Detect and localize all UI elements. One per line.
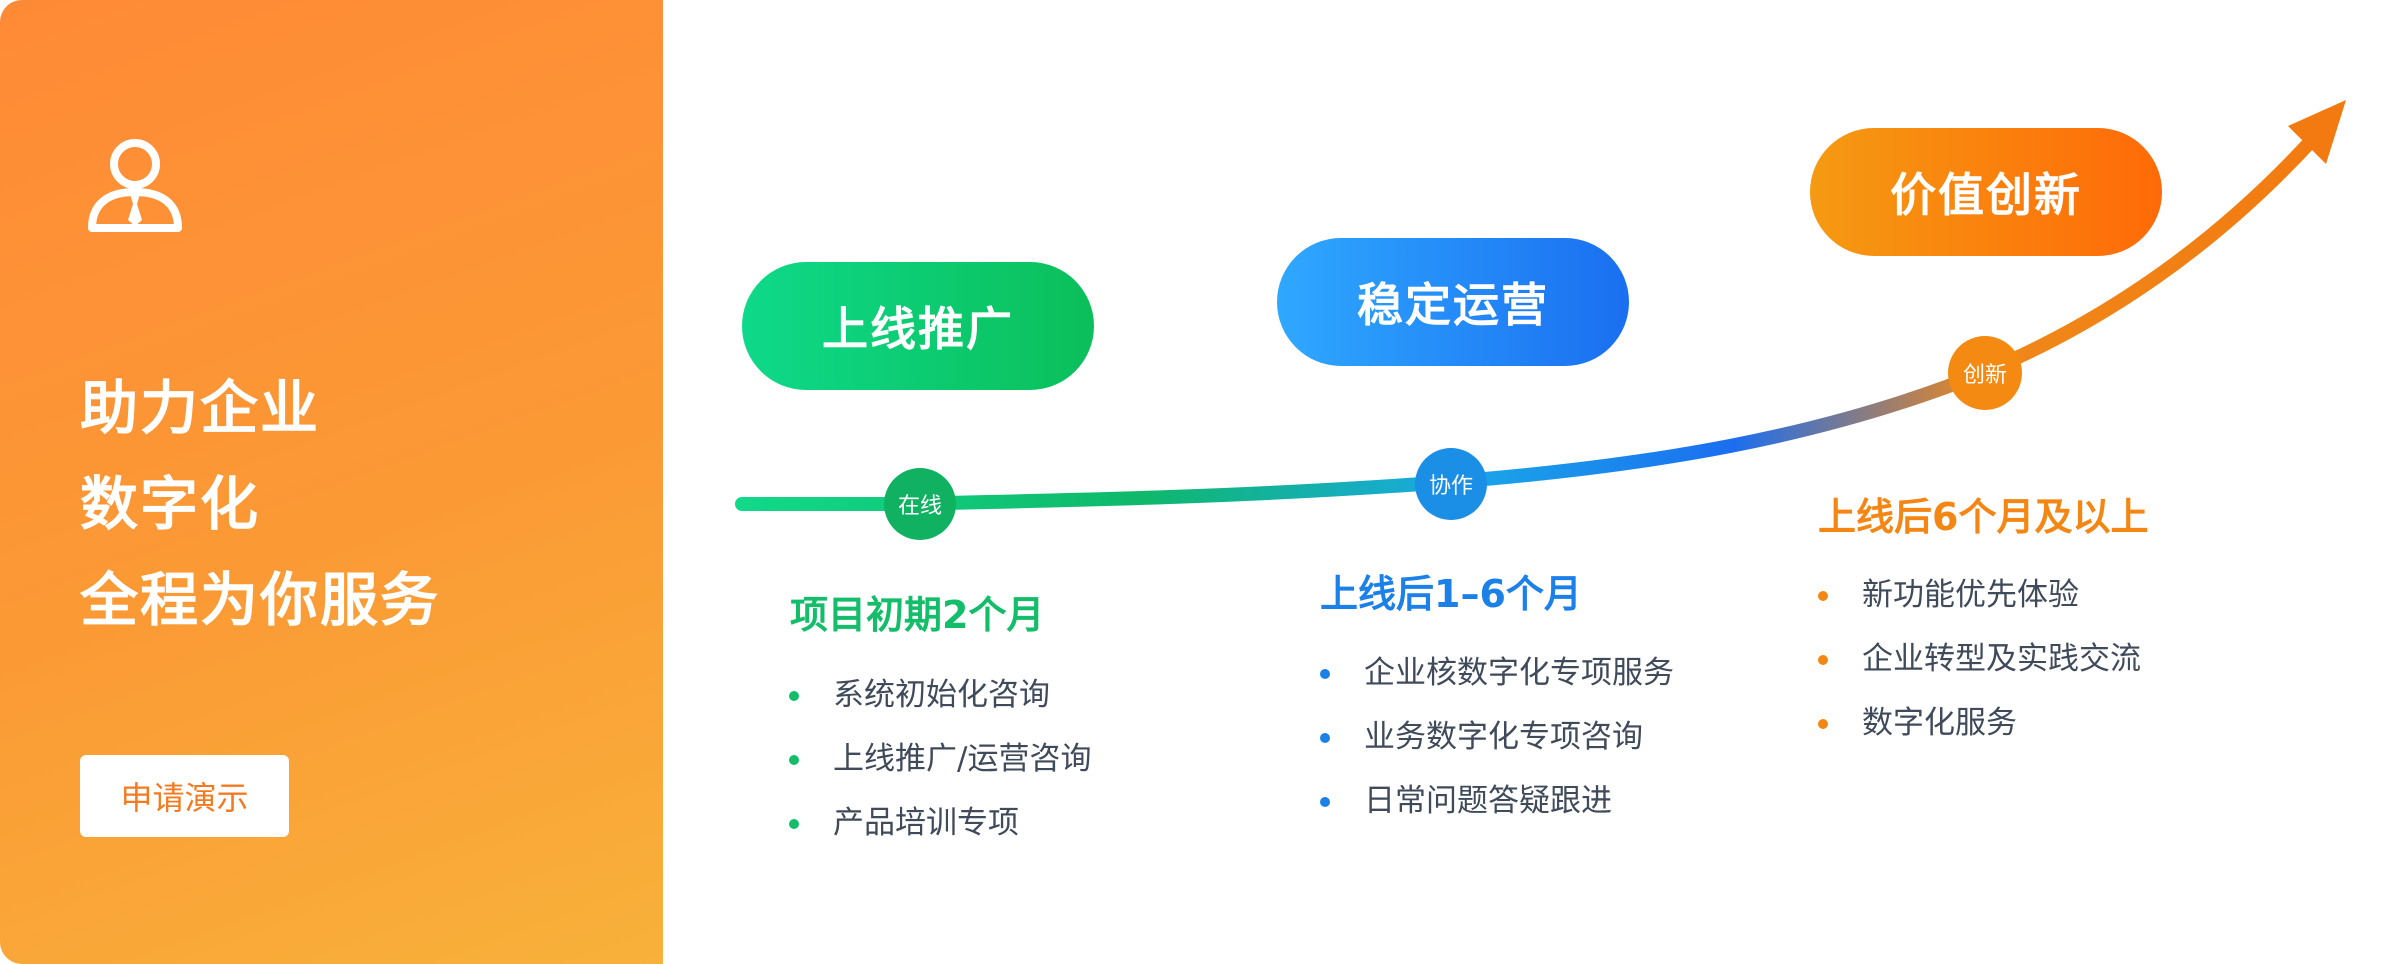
headline-line: 数字化 (80, 470, 261, 538)
list-item: 业务数字化专项咨询 (1320, 705, 1674, 769)
phase-list-launch: 系统初始化咨询 上线推广/运营咨询 产品培训专项 (789, 663, 1091, 855)
phase-title-operation: 上线后1–6个月 (1320, 572, 1582, 616)
headline-line: 全程为你服务 (80, 566, 441, 634)
node-collaboration: 协作 (1415, 448, 1487, 520)
node-innovation: 创新 (1948, 336, 2022, 410)
phase-list-innovation: 新功能优先体验 企业转型及实践交流 数字化服务 (1818, 563, 2141, 755)
phase-title-innovation: 上线后6个月及以上 (1818, 495, 2149, 539)
phase-pill-launch: 上线推广 (742, 262, 1094, 390)
list-item: 日常问题答疑跟进 (1320, 769, 1674, 833)
phase-pill-operation: 稳定运营 (1277, 238, 1629, 366)
intro-panel: 助力企业 数字化 全程为你服务 申请演示 (0, 0, 663, 964)
list-item: 企业转型及实践交流 (1818, 627, 2141, 691)
growth-arrow-head (2288, 100, 2346, 164)
intro-headline: 助力企业 数字化 全程为你服务 (80, 360, 440, 648)
node-online: 在线 (884, 468, 956, 540)
user-icon (88, 139, 182, 232)
growth-curve-line (735, 133, 2319, 511)
phase-title-launch: 项目初期2个月 (790, 593, 1045, 637)
list-item: 上线推广/运营咨询 (789, 727, 1091, 791)
phase-pill-innovation: 价值创新 (1810, 128, 2162, 256)
headline-line: 助力企业 (80, 374, 321, 442)
list-item: 数字化服务 (1818, 691, 2141, 755)
list-item: 新功能优先体验 (1818, 563, 2141, 627)
request-demo-button[interactable]: 申请演示 (80, 755, 289, 837)
list-item: 系统初始化咨询 (789, 663, 1091, 727)
list-item: 产品培训专项 (789, 791, 1091, 855)
list-item: 企业核数字化专项服务 (1320, 641, 1674, 705)
phase-list-operation: 企业核数字化专项服务 业务数字化专项咨询 日常问题答疑跟进 (1320, 641, 1674, 833)
